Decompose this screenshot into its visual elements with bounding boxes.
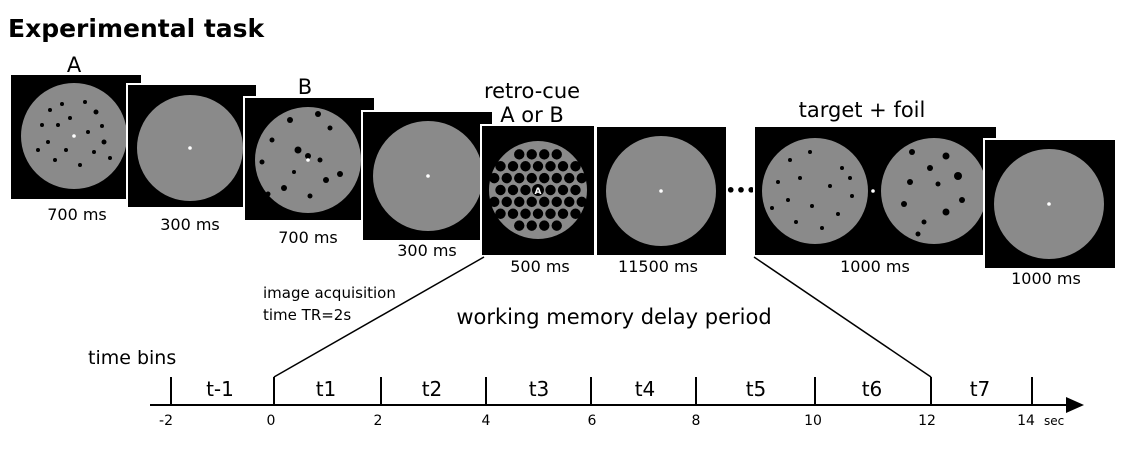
cue-grid-hole bbox=[489, 172, 500, 184]
cue-grid-hole bbox=[551, 172, 562, 184]
cue-grid-hole bbox=[495, 161, 506, 172]
bin-label: t7 bbox=[970, 377, 991, 401]
cue-grid-hole bbox=[526, 196, 537, 208]
cue-grid-hole bbox=[526, 172, 537, 184]
cue-grid-hole bbox=[557, 208, 569, 219]
frame-final-duration: 1000 ms bbox=[1011, 269, 1081, 288]
cue-grid-hole bbox=[507, 161, 519, 172]
cue-grid-hole bbox=[564, 172, 575, 184]
cue-grid-hole bbox=[532, 161, 544, 172]
tick-label: 6 bbox=[588, 413, 597, 429]
cue-grid-hole bbox=[551, 220, 562, 231]
cue-grid-hole bbox=[507, 208, 519, 219]
ellipsis: ••• bbox=[726, 181, 757, 200]
tick-label: 14 bbox=[1017, 413, 1035, 429]
tick-label: 8 bbox=[692, 413, 701, 429]
unit-label: sec bbox=[1044, 414, 1064, 428]
frame-retro-cue-duration: 500 ms bbox=[510, 257, 570, 276]
cue-grid-hole bbox=[495, 184, 506, 196]
cue-grid-hole bbox=[545, 208, 556, 219]
bin-label: t1 bbox=[316, 377, 337, 401]
frame-target-foil-duration: 1000 ms bbox=[840, 257, 910, 276]
retro-cue-letter: A bbox=[535, 187, 542, 197]
time-bins-label: time bins bbox=[88, 347, 176, 369]
cue-grid-hole bbox=[526, 220, 537, 231]
cue-grid-hole bbox=[495, 208, 506, 219]
zoom-line-left bbox=[273, 256, 485, 378]
acquisition-label-line2: time TR=2s bbox=[263, 306, 351, 324]
cue-grid-hole bbox=[514, 172, 525, 184]
cue-grid-hole bbox=[514, 196, 525, 208]
cue-grid-hole bbox=[514, 149, 525, 160]
tick-label: 10 bbox=[804, 413, 822, 429]
retro-cue-label: retro-cue bbox=[484, 79, 580, 103]
frame-a bbox=[11, 75, 141, 199]
cue-grid-hole bbox=[545, 184, 556, 196]
timeline-axis bbox=[150, 377, 1084, 413]
cue-grid-hole bbox=[514, 220, 525, 231]
frame-target-foil bbox=[753, 125, 998, 257]
frame-final-fixation bbox=[983, 138, 1117, 270]
cue-grid-hole bbox=[532, 208, 544, 219]
retro-cue-sub-label: A or B bbox=[500, 103, 564, 127]
cue-grid-hole bbox=[501, 196, 512, 208]
bin-label: t-1 bbox=[206, 377, 234, 401]
cue-grid-hole bbox=[501, 172, 512, 184]
tick-label: 12 bbox=[918, 413, 936, 429]
delay-period-label: working memory delay period bbox=[456, 305, 771, 329]
cue-grid-hole bbox=[526, 149, 537, 160]
frame-a-duration: 700 ms bbox=[47, 205, 107, 224]
bin-label: t4 bbox=[635, 377, 656, 401]
cue-grid-hole bbox=[557, 161, 569, 172]
frame-fixation-2-duration: 300 ms bbox=[397, 241, 457, 260]
bin-label: t2 bbox=[422, 377, 443, 401]
bin-label: t6 bbox=[862, 377, 883, 401]
target-foil-label: target + foil bbox=[799, 98, 926, 122]
frame-fixation-1 bbox=[126, 83, 258, 209]
cue-grid-hole bbox=[520, 161, 531, 172]
acquisition-label-line1: image acquisition bbox=[263, 284, 396, 302]
frame-retro-cue: A bbox=[480, 124, 596, 257]
bin-label: t5 bbox=[746, 377, 767, 401]
cue-grid-hole bbox=[539, 220, 550, 231]
frame-a-label: A bbox=[67, 53, 82, 77]
cue-grid-hole bbox=[570, 184, 581, 196]
cue-grid-hole bbox=[570, 161, 581, 172]
frame-b-label: B bbox=[298, 75, 312, 99]
tick-label: 0 bbox=[267, 413, 276, 429]
frame-fixation-1-duration: 300 ms bbox=[160, 215, 220, 234]
tick-label: 4 bbox=[482, 413, 491, 429]
cue-grid-hole bbox=[489, 196, 500, 208]
cue-grid-hole bbox=[576, 196, 587, 208]
arrow-head-icon bbox=[1066, 397, 1084, 413]
tick-label: -2 bbox=[159, 413, 173, 429]
cue-grid-hole bbox=[520, 208, 531, 219]
frame-delay-fixation bbox=[595, 125, 728, 257]
cue-grid-hole bbox=[564, 196, 575, 208]
frame-b bbox=[243, 96, 376, 222]
cue-grid-hole bbox=[539, 196, 550, 208]
cue-grid-hole bbox=[557, 184, 569, 196]
cue-grid-hole bbox=[545, 161, 556, 172]
bin-label: t3 bbox=[529, 377, 550, 401]
zoom-line-right bbox=[753, 256, 932, 378]
diagram-title: Experimental task bbox=[8, 14, 266, 43]
cue-grid-hole bbox=[539, 149, 550, 160]
cue-grid-hole bbox=[520, 184, 531, 196]
cue-grid-hole bbox=[551, 196, 562, 208]
cue-grid-hole bbox=[507, 184, 519, 196]
frame-fixation-2 bbox=[361, 110, 494, 242]
frame-delay-duration: 11500 ms bbox=[618, 257, 698, 276]
cue-grid-hole bbox=[570, 208, 581, 219]
tick-label: 2 bbox=[374, 413, 383, 429]
cue-grid-hole bbox=[551, 149, 562, 160]
frame-b-duration: 700 ms bbox=[278, 228, 338, 247]
cue-grid-hole bbox=[576, 172, 587, 184]
cue-grid-hole bbox=[539, 172, 550, 184]
